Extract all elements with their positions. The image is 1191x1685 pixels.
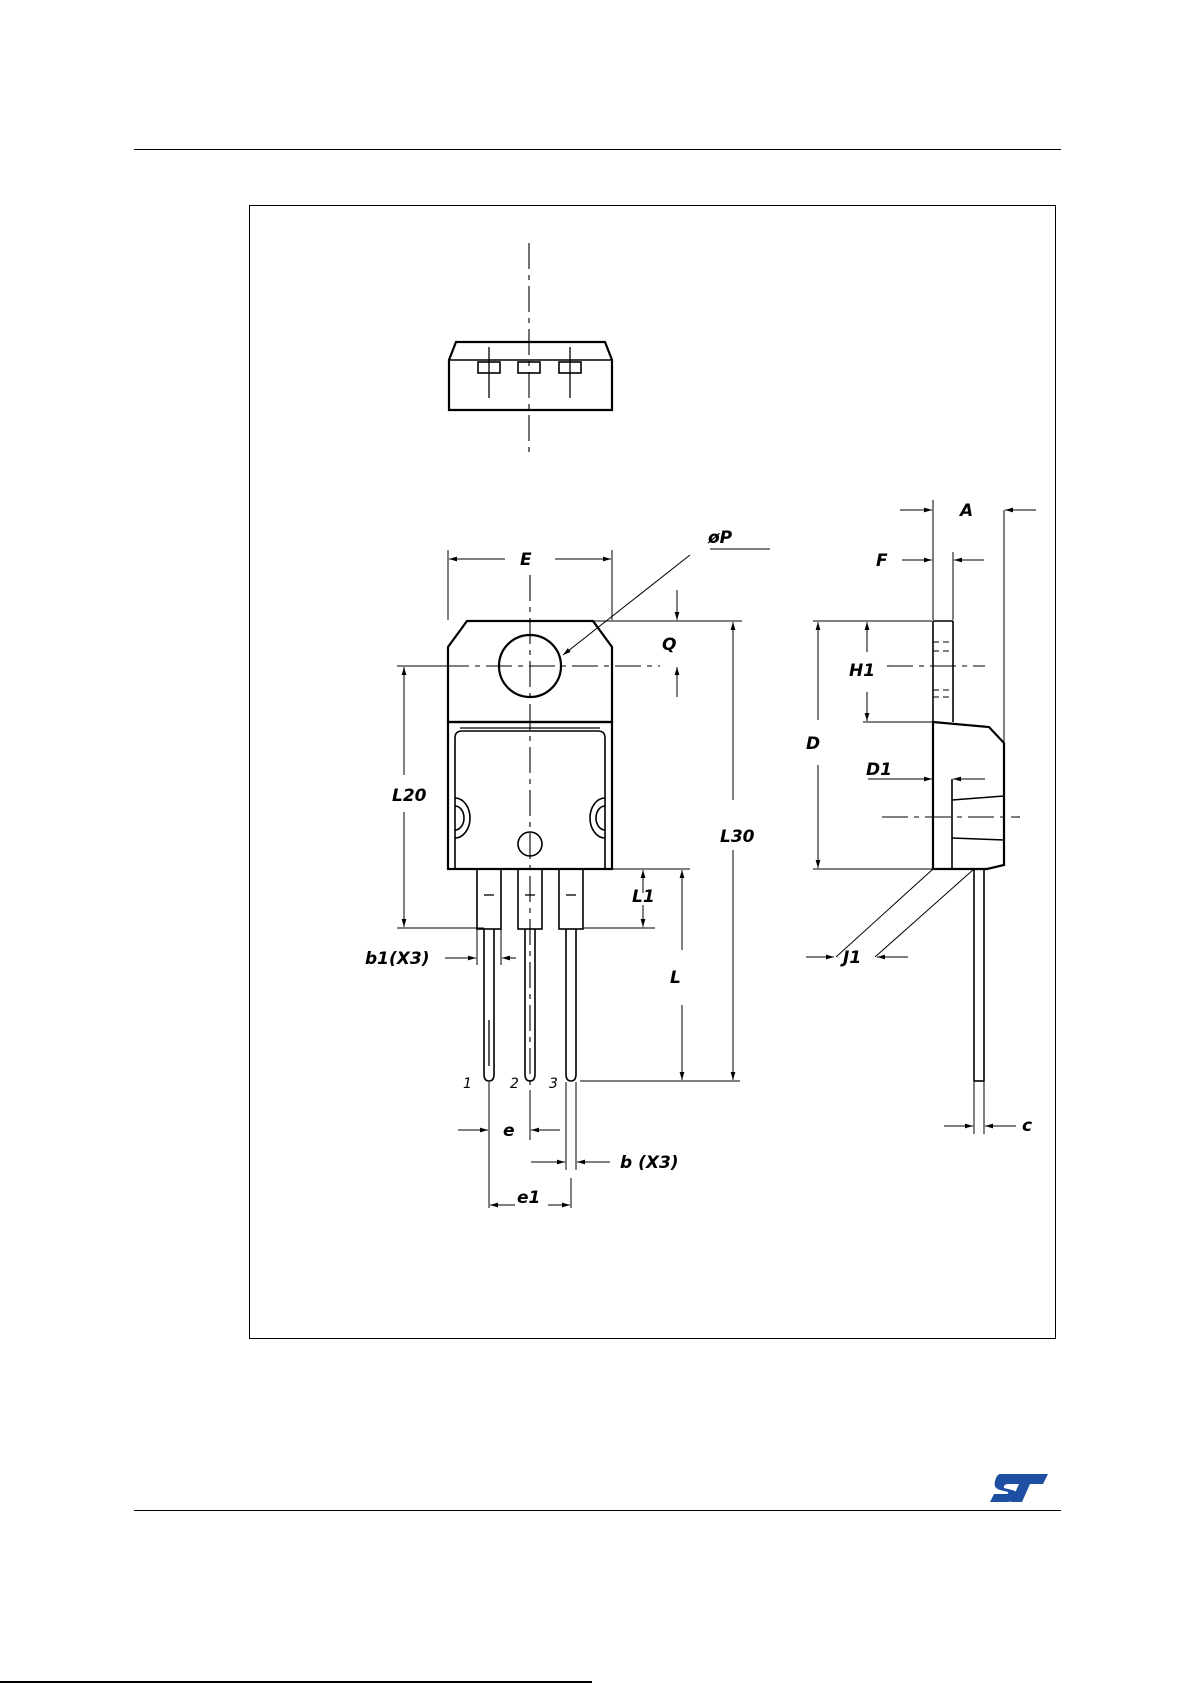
dim-A-label: A [958,501,973,521]
dim-e-label: e [503,1121,515,1141]
lead-1 [477,869,501,1081]
dim-E-label: E [520,550,532,570]
front-view: 1 2 3 [400,575,660,1092]
lead-3 [559,869,583,1081]
dim-D1-label: D1 [866,760,892,780]
dim-H1-label: H1 [849,661,875,681]
side-view [882,621,1020,1081]
top-view [449,243,612,455]
dim-Q-label: Q [662,635,676,655]
side-dimensions: A F D H1 D1 J1 c [806,500,1036,1136]
dim-D-label: D [806,734,820,754]
dim-e1-label: e1 [517,1188,540,1208]
dim-L30-label: L30 [720,827,755,847]
dim-c-label: c [1022,1116,1032,1136]
dim-oP-label: øP [707,528,733,548]
dim-J1-label: J1 [840,948,861,968]
pin-2-label: 2 [510,1076,519,1092]
st-logo: ST [990,1474,1048,1502]
dim-b-label: b (X3) [620,1153,679,1173]
dim-F-label: F [876,551,888,571]
pin-1-label: 1 [463,1076,472,1092]
dim-L20-label: L20 [392,786,427,806]
dim-L1-label: L1 [632,887,655,907]
dim-L-label: L [670,968,681,988]
dim-b1-label: b1(X3) [365,949,429,969]
pin-3-label: 3 [549,1076,558,1092]
